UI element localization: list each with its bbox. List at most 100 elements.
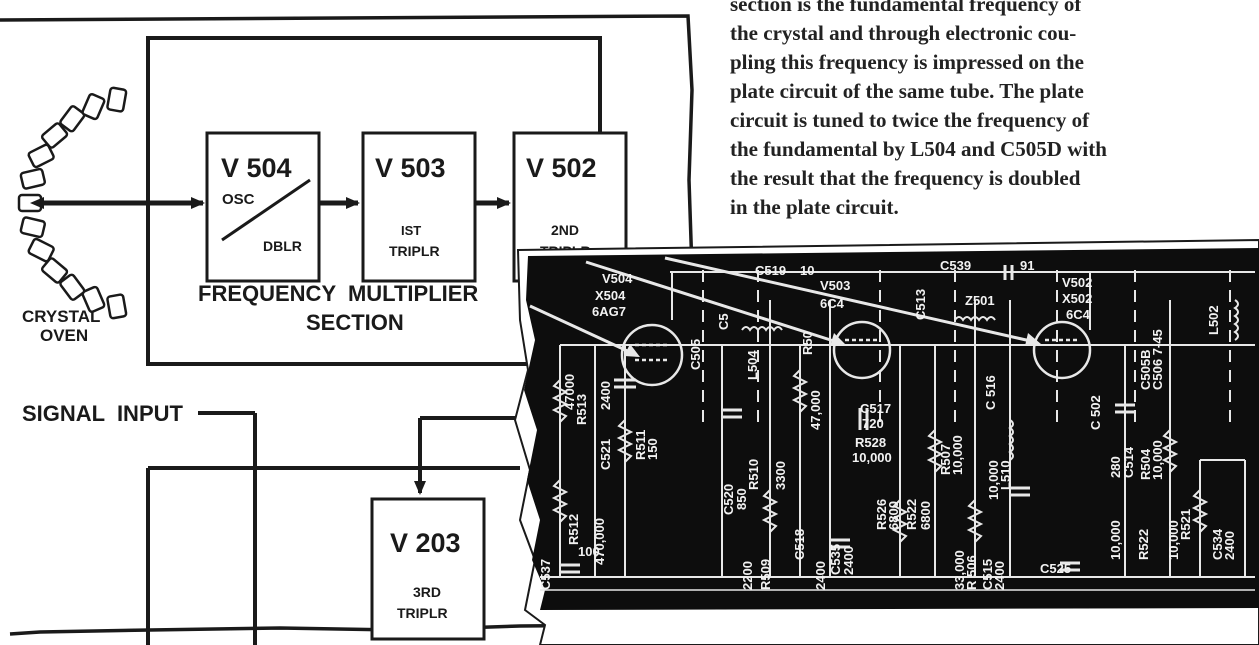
v203-3rd-label: 3RD	[413, 584, 441, 600]
sch-x502: X502	[1062, 291, 1092, 306]
sch-r507: R507	[938, 444, 953, 475]
sch-c5x: C5	[716, 313, 731, 330]
capacitors	[560, 265, 1135, 574]
sch-c514-val2: 10,000	[1108, 520, 1123, 560]
sch-r506-val: 33,000	[952, 550, 967, 590]
oven-label: OVEN	[40, 326, 88, 345]
v503-triplr-label: TRIPLR	[389, 243, 440, 259]
sch-c537-val: 100	[578, 544, 600, 559]
sch-r506: R 506	[964, 555, 979, 590]
v203-triplr-label: TRIPLR	[397, 605, 448, 621]
sch-r510: R510	[746, 459, 761, 490]
body-line-7: the result that the frequency is doubled	[730, 166, 1081, 190]
sch-r526: R526	[874, 499, 889, 530]
sch-v502-ref: V502	[1062, 275, 1092, 290]
v504-label: V 504	[221, 153, 292, 183]
v502-label: V 502	[526, 153, 597, 183]
oven-segment	[19, 216, 47, 239]
body-line-5: circuit is tuned to twice the frequency …	[730, 108, 1090, 132]
sch-r513: R513	[574, 394, 589, 425]
v503-block	[361, 131, 477, 283]
crystal-oven	[17, 86, 128, 320]
schematic-panel	[524, 248, 1259, 610]
signal-input-label: SIGNAL INPUT	[22, 401, 184, 426]
sch-c519-val: 10	[800, 263, 814, 278]
sch-c534-val: 2400	[1222, 531, 1237, 560]
v503-label: V 503	[375, 153, 446, 183]
sch-v502-type: 6C4	[1066, 307, 1091, 322]
sch-c518-val: 2400	[813, 561, 828, 590]
schematic-labels: V504 X504 6AG7 C519 10 V503 6C4 C539 91 …	[578, 258, 1092, 576]
oven-segment	[40, 122, 69, 149]
sch-l510-val: 10,000	[986, 460, 1001, 500]
oven-segment	[59, 273, 86, 301]
oven-segment	[19, 167, 47, 190]
sch-c505: C505	[688, 339, 703, 370]
section-title-line2: SECTION	[306, 310, 404, 335]
sch-l504: L504	[745, 350, 760, 380]
sch-r507-val: 10,000	[950, 435, 965, 475]
body-line-1: section is the fundamental frequency of	[730, 0, 1082, 16]
schematic-rotated-labels: 47000 R513 C521 2400 R511 150 R512 470,0…	[538, 289, 1237, 590]
sch-c513: C513	[913, 289, 928, 320]
resistors	[551, 369, 1209, 543]
body-line-8: in the plate circuit.	[730, 195, 899, 219]
sch-r528-val: 10,000	[852, 450, 892, 465]
sch-v503-ref: V503	[820, 278, 850, 293]
body-line-4: plate circuit of the same tube. The plat…	[730, 79, 1084, 103]
body-text: section is the fundamental frequency of …	[730, 0, 1259, 222]
sch-c505b: C505B	[1138, 350, 1153, 390]
sch-r522: R522	[904, 499, 919, 530]
sch-r511: R511	[633, 430, 648, 460]
sch-c518: C518	[792, 529, 807, 560]
oven-segment	[106, 86, 128, 113]
sch-c517-val: 720	[862, 416, 884, 431]
sch-c535-val: 2400	[841, 546, 856, 575]
sch-c525: C525	[1040, 561, 1071, 576]
sch-r509: R509	[758, 559, 773, 590]
sch-c521: C521	[598, 439, 613, 470]
tubes	[620, 320, 1092, 387]
sch-c514-val: 280	[1108, 456, 1123, 478]
body-line-3: pling this frequency is impressed on the	[730, 50, 1084, 74]
sch-l502: L502	[1206, 305, 1221, 335]
pointer-arrowheads	[624, 333, 1041, 357]
oven-segment	[81, 285, 106, 313]
osc-dblr-divider	[221, 178, 311, 242]
pointer-arrows	[529, 256, 1036, 356]
oven-segment	[27, 143, 55, 169]
section-title-line1: FREQUENCY MULTIPLIER	[198, 281, 478, 306]
sch-r50x-val: 47,000	[808, 390, 823, 430]
oven-segment	[59, 105, 86, 133]
v502-tube-symbol	[1032, 320, 1092, 380]
schematic-wiring	[540, 271, 1255, 591]
sch-x504: X504	[595, 288, 626, 303]
sch-c539-val: 91	[1020, 258, 1034, 273]
coils	[741, 299, 1239, 461]
sch-c535: C535	[828, 544, 843, 575]
v503-ist-label: IST	[401, 223, 421, 238]
sch-c506: C506 7-45	[1150, 329, 1165, 390]
sch-c502: C 502	[1088, 395, 1103, 430]
sch-r521: R521	[1178, 509, 1193, 540]
v503-tube-symbol	[832, 320, 892, 380]
sch-r509-val: 2200	[740, 561, 755, 590]
sch-c519: C519	[755, 263, 786, 278]
sch-r504: R504	[1138, 448, 1153, 480]
sch-r522-val: 6800	[918, 501, 933, 530]
oven-segment	[81, 93, 106, 121]
v504-dblr-label: DBLR	[263, 238, 302, 254]
sch-r512: R512	[566, 514, 581, 545]
body-line-2: the crystal and through electronic cou-	[730, 21, 1077, 45]
sch-v503-type: 6C4	[820, 296, 845, 311]
v504-tube-symbol	[620, 323, 684, 387]
oven-segment	[106, 293, 128, 320]
v502-2nd-label: 2ND	[551, 222, 579, 238]
v504-osc-label: OSC	[222, 191, 255, 208]
body-line-6: the fundamental by L504 and C505D with	[730, 137, 1107, 161]
sch-c515-val: 2400	[992, 561, 1007, 590]
v203-block	[370, 497, 486, 641]
sch-z501: Z501	[965, 293, 995, 308]
sch-c521-val: 2400	[598, 381, 613, 410]
